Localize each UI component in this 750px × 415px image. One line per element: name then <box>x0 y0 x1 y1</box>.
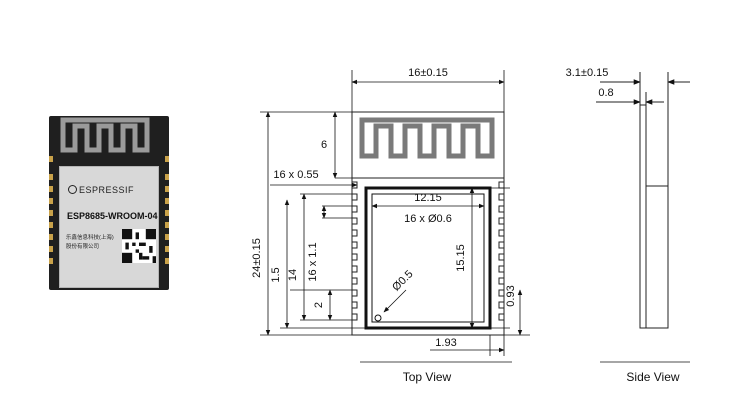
company-line-1: 乐鑫信息科技(上海) <box>66 235 114 241</box>
pitch-dim-label: 16 x 1.1 <box>307 242 319 281</box>
left-pads <box>352 181 358 321</box>
side-thickness-label: 3.1±0.15 <box>566 67 609 79</box>
shield-width-label: 12.15 <box>414 192 442 204</box>
side-view <box>596 72 690 329</box>
side-pcb-label: 0.8 <box>598 87 613 99</box>
antenna-height-label: 6 <box>321 139 327 151</box>
company-line-2: 股份有限公司 <box>66 244 100 250</box>
shield-height-label: 15.15 <box>455 244 467 272</box>
vias-label: 16 x Ø0.6 <box>404 213 452 225</box>
shield-can: ESPRESSIF ESP8685-WROOM-04 乐鑫信息科技(上海) 股份… <box>59 166 159 288</box>
module-photo: ESPRESSIF ESP8685-WROOM-04 乐鑫信息科技(上海) 股份… <box>49 116 169 290</box>
shield-outline <box>364 186 492 330</box>
dim-0-93-label: 0.93 <box>505 285 517 306</box>
company-name: 乐鑫信息科技(上海) 股份有限公司 <box>66 234 114 252</box>
pad-width-label: 16 x 0.55 <box>273 169 318 181</box>
dim-14-label: 14 <box>287 269 299 281</box>
dimension-lines <box>260 70 690 363</box>
via-hole-icon <box>374 314 382 322</box>
right-pads <box>498 181 504 321</box>
pcb-antenna-icon <box>359 117 495 159</box>
height-dim-label: 24±0.15 <box>251 238 263 278</box>
dim-1-5-label: 1.5 <box>270 267 282 282</box>
side-view-label: Side View <box>626 370 679 384</box>
width-dim-label: 16±0.15 <box>408 67 448 79</box>
via-dia-label: Ø0.5 <box>390 268 415 293</box>
top-view-label: Top View <box>403 370 452 384</box>
qr-code-icon <box>122 229 156 263</box>
brand-logo: ESPRESSIF <box>68 185 134 195</box>
dim-1-93-label: 1.93 <box>435 337 456 349</box>
castellated-pads <box>49 174 169 264</box>
antenna-trace-icon <box>49 117 169 162</box>
brand-name: ESPRESSIF <box>79 185 135 195</box>
model-name: ESP8685-WROOM-04 <box>67 211 158 221</box>
dim-2-label: 2 <box>313 302 325 308</box>
